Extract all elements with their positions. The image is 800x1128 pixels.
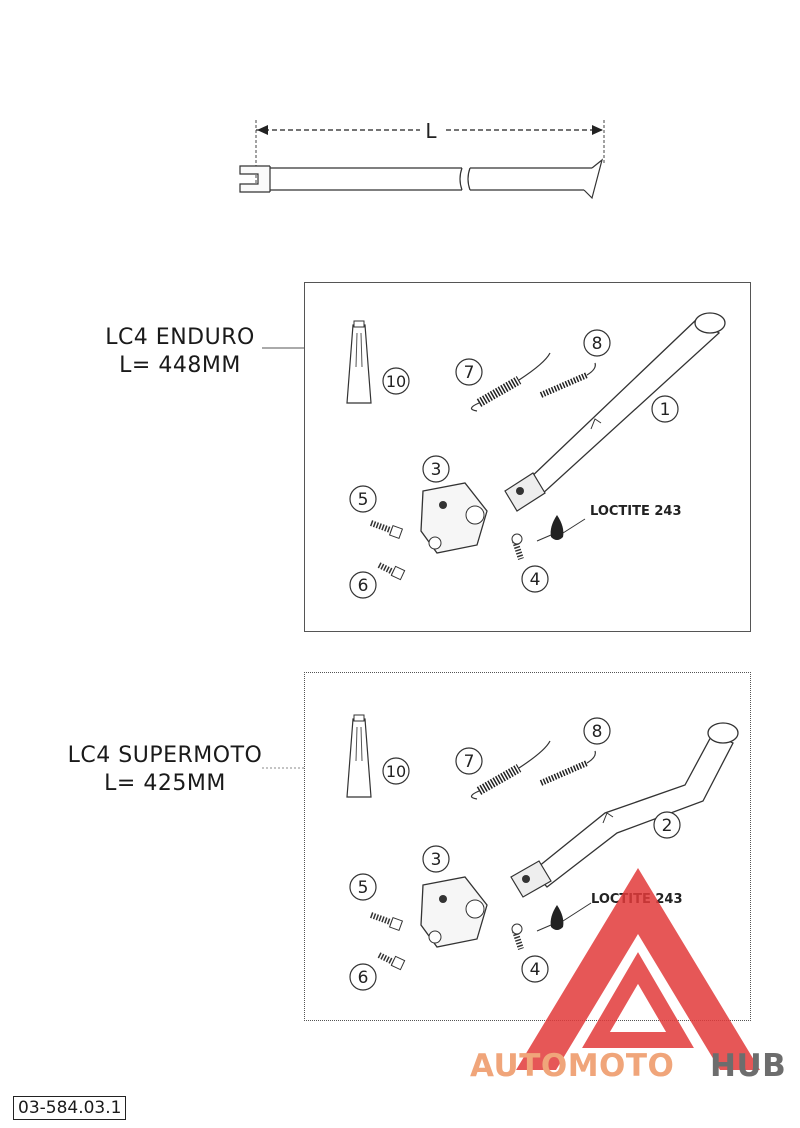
- length-dimension-drawing: L: [239, 119, 605, 200]
- spring-long-icon: [539, 362, 596, 398]
- dimension-label: L: [425, 119, 437, 143]
- loctite-bottle-icon: [346, 320, 372, 404]
- panel-2-label: LC4 SUPERMOTO L= 425MM: [30, 742, 300, 798]
- side-stand-enduro-icon: [504, 312, 726, 512]
- watermark-text-part2: HUB: [710, 1048, 786, 1084]
- panel-2-model: LC4 SUPERMOTO: [67, 743, 263, 768]
- part-number-label: 6: [358, 576, 369, 596]
- loctite-drop-icon: [550, 905, 564, 930]
- part-number-label: 3: [431, 850, 442, 870]
- panel-2-length: L= 425MM: [104, 771, 226, 796]
- panel-1-label: LC4 ENDURO L= 448MM: [70, 324, 290, 380]
- part-number-label: 7: [464, 363, 475, 383]
- watermark-triangle-icon: [516, 868, 760, 1070]
- panel-1-model: LC4 ENDURO: [105, 325, 255, 350]
- bolt-short-icon: [377, 952, 406, 971]
- part-number-label: 4: [530, 960, 541, 980]
- screw-icon: [511, 923, 524, 950]
- part-number-label: 5: [358, 878, 369, 898]
- side-stand-supermoto-icon: [510, 722, 739, 898]
- watermark-logo: AUTOMOTO HUB: [470, 868, 786, 1084]
- bolt-long-icon: [369, 912, 404, 932]
- part-number-label: 6: [358, 968, 369, 988]
- leader-lines: [262, 347, 304, 769]
- part-number-label: 3: [431, 460, 442, 480]
- bolt-short-icon: [377, 562, 406, 581]
- reference-number: 03-584.03.1: [13, 1096, 127, 1120]
- panel-enduro: 10 7 8 1 3 5 6 4 LOCTITE 243: [304, 282, 751, 632]
- loctite-drop-icon: [550, 515, 564, 540]
- part-number-label: 10: [386, 372, 406, 391]
- panel-1-parts-svg: 10 7 8 1 3 5 6 4 LOCTITE 243: [346, 312, 726, 599]
- part-number-label: 10: [386, 762, 406, 781]
- spring-short-icon: [470, 740, 551, 800]
- part-number-label: 8: [592, 334, 603, 354]
- bolt-long-icon: [369, 520, 404, 540]
- part-number-label: 1: [660, 400, 671, 420]
- panel-1-length: L= 448MM: [119, 353, 241, 378]
- part-number-label: 8: [592, 722, 603, 742]
- stand-bracket-icon: [420, 876, 488, 948]
- stand-bracket-icon: [420, 482, 488, 554]
- part-number-label: 4: [530, 570, 541, 590]
- part-number-label: 7: [464, 752, 475, 772]
- part-number-label: 5: [358, 490, 369, 510]
- spring-long-icon: [539, 750, 596, 786]
- loctite-bottle-icon: [346, 714, 372, 798]
- watermark-text-part1: AUTOMOTO: [470, 1048, 674, 1084]
- part-number-label: 2: [662, 816, 673, 836]
- screw-icon: [511, 533, 524, 560]
- spring-short-icon: [470, 352, 551, 412]
- loctite-label: LOCTITE 243: [590, 504, 682, 519]
